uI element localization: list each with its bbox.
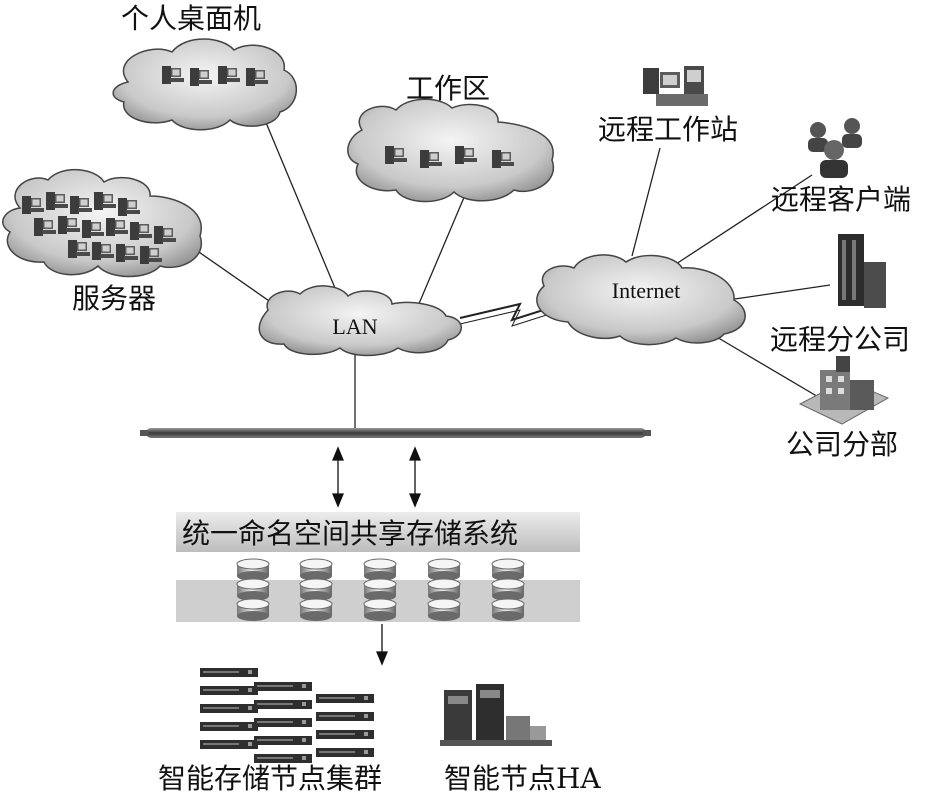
- work-area-label: 工作区: [406, 72, 490, 105]
- office-building-icon: [838, 234, 886, 308]
- link-branch-internet: [727, 284, 831, 301]
- cloud-work-area: [347, 98, 555, 203]
- link-division-internet: [709, 332, 821, 399]
- connections: [195, 112, 831, 432]
- storage-system-label: 统一命名空间共享存储系统: [182, 517, 518, 550]
- cloud-lan: LAN: [258, 285, 462, 357]
- storage-system-banner: [176, 512, 580, 552]
- people-group-icon: [808, 118, 862, 178]
- ha-server-icon: [440, 684, 552, 746]
- network-bus: [146, 428, 646, 438]
- cloud-internet: Internet: [536, 254, 746, 346]
- cloud-server: [2, 168, 203, 278]
- lightning-link-shadow: [459, 309, 557, 327]
- internet-label: Internet: [612, 278, 680, 303]
- link-desktop-lan: [261, 112, 341, 301]
- smart-node-ha-label: 智能节点HA: [444, 762, 601, 795]
- link-client-internet: [675, 174, 813, 265]
- remote-workstation-icon: [643, 66, 708, 106]
- storage-cluster-label: 智能存储节点集群: [158, 762, 382, 795]
- server-label: 服务器: [72, 282, 156, 315]
- remote-workstation-label: 远程工作站: [598, 113, 738, 146]
- cloud-personal-desktop: [112, 38, 298, 131]
- remote-client-label: 远程客户端: [771, 183, 911, 216]
- link-workarea-lan: [417, 187, 469, 307]
- remote-branch-label: 远程分公司: [770, 323, 910, 356]
- division-building-icon: [798, 356, 890, 425]
- storage-cluster-arrow: [376, 624, 388, 666]
- bus-storage-arrows: [332, 446, 421, 508]
- lan-label: LAN: [332, 314, 377, 339]
- lightning-link: [459, 302, 557, 322]
- link-workstation-internet: [631, 147, 661, 257]
- server-rack-icon: [200, 668, 374, 763]
- personal-desktop-label: 个人桌面机: [121, 2, 261, 35]
- company-division-label: 公司分部: [786, 428, 898, 461]
